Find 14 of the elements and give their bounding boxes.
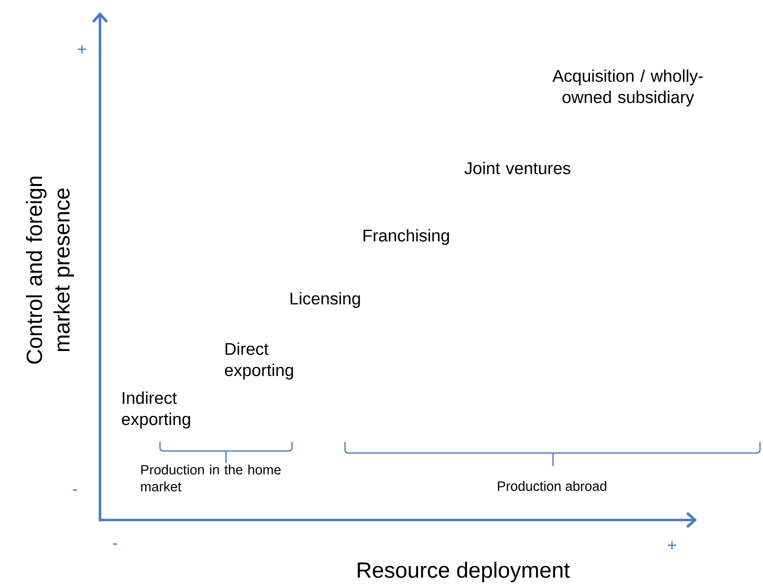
axis-title: Resource deployment — [358, 562, 570, 582]
tick-sign: + — [78, 45, 86, 54]
bracket-label: Production in the home market — [141, 464, 281, 492]
entry-mode-label: Acquisition / wholly-owned subsidiary — [552, 69, 703, 107]
entry-mode-label: Licensing — [290, 292, 360, 308]
entry-mode-label: Indirect exporting — [122, 391, 190, 429]
axis-title: Control and foreign market presence — [26, 176, 74, 364]
bracket-label: Production abroad — [498, 481, 606, 491]
tick-sign: - — [72, 489, 78, 491]
entry-mode-label: Franchising — [364, 229, 449, 245]
entry-mode-label: Direct exporting — [224, 342, 294, 380]
tick-sign: + — [668, 541, 676, 550]
entry-mode-label: Joint ventures — [464, 162, 570, 174]
tick-sign: - — [112, 543, 118, 545]
